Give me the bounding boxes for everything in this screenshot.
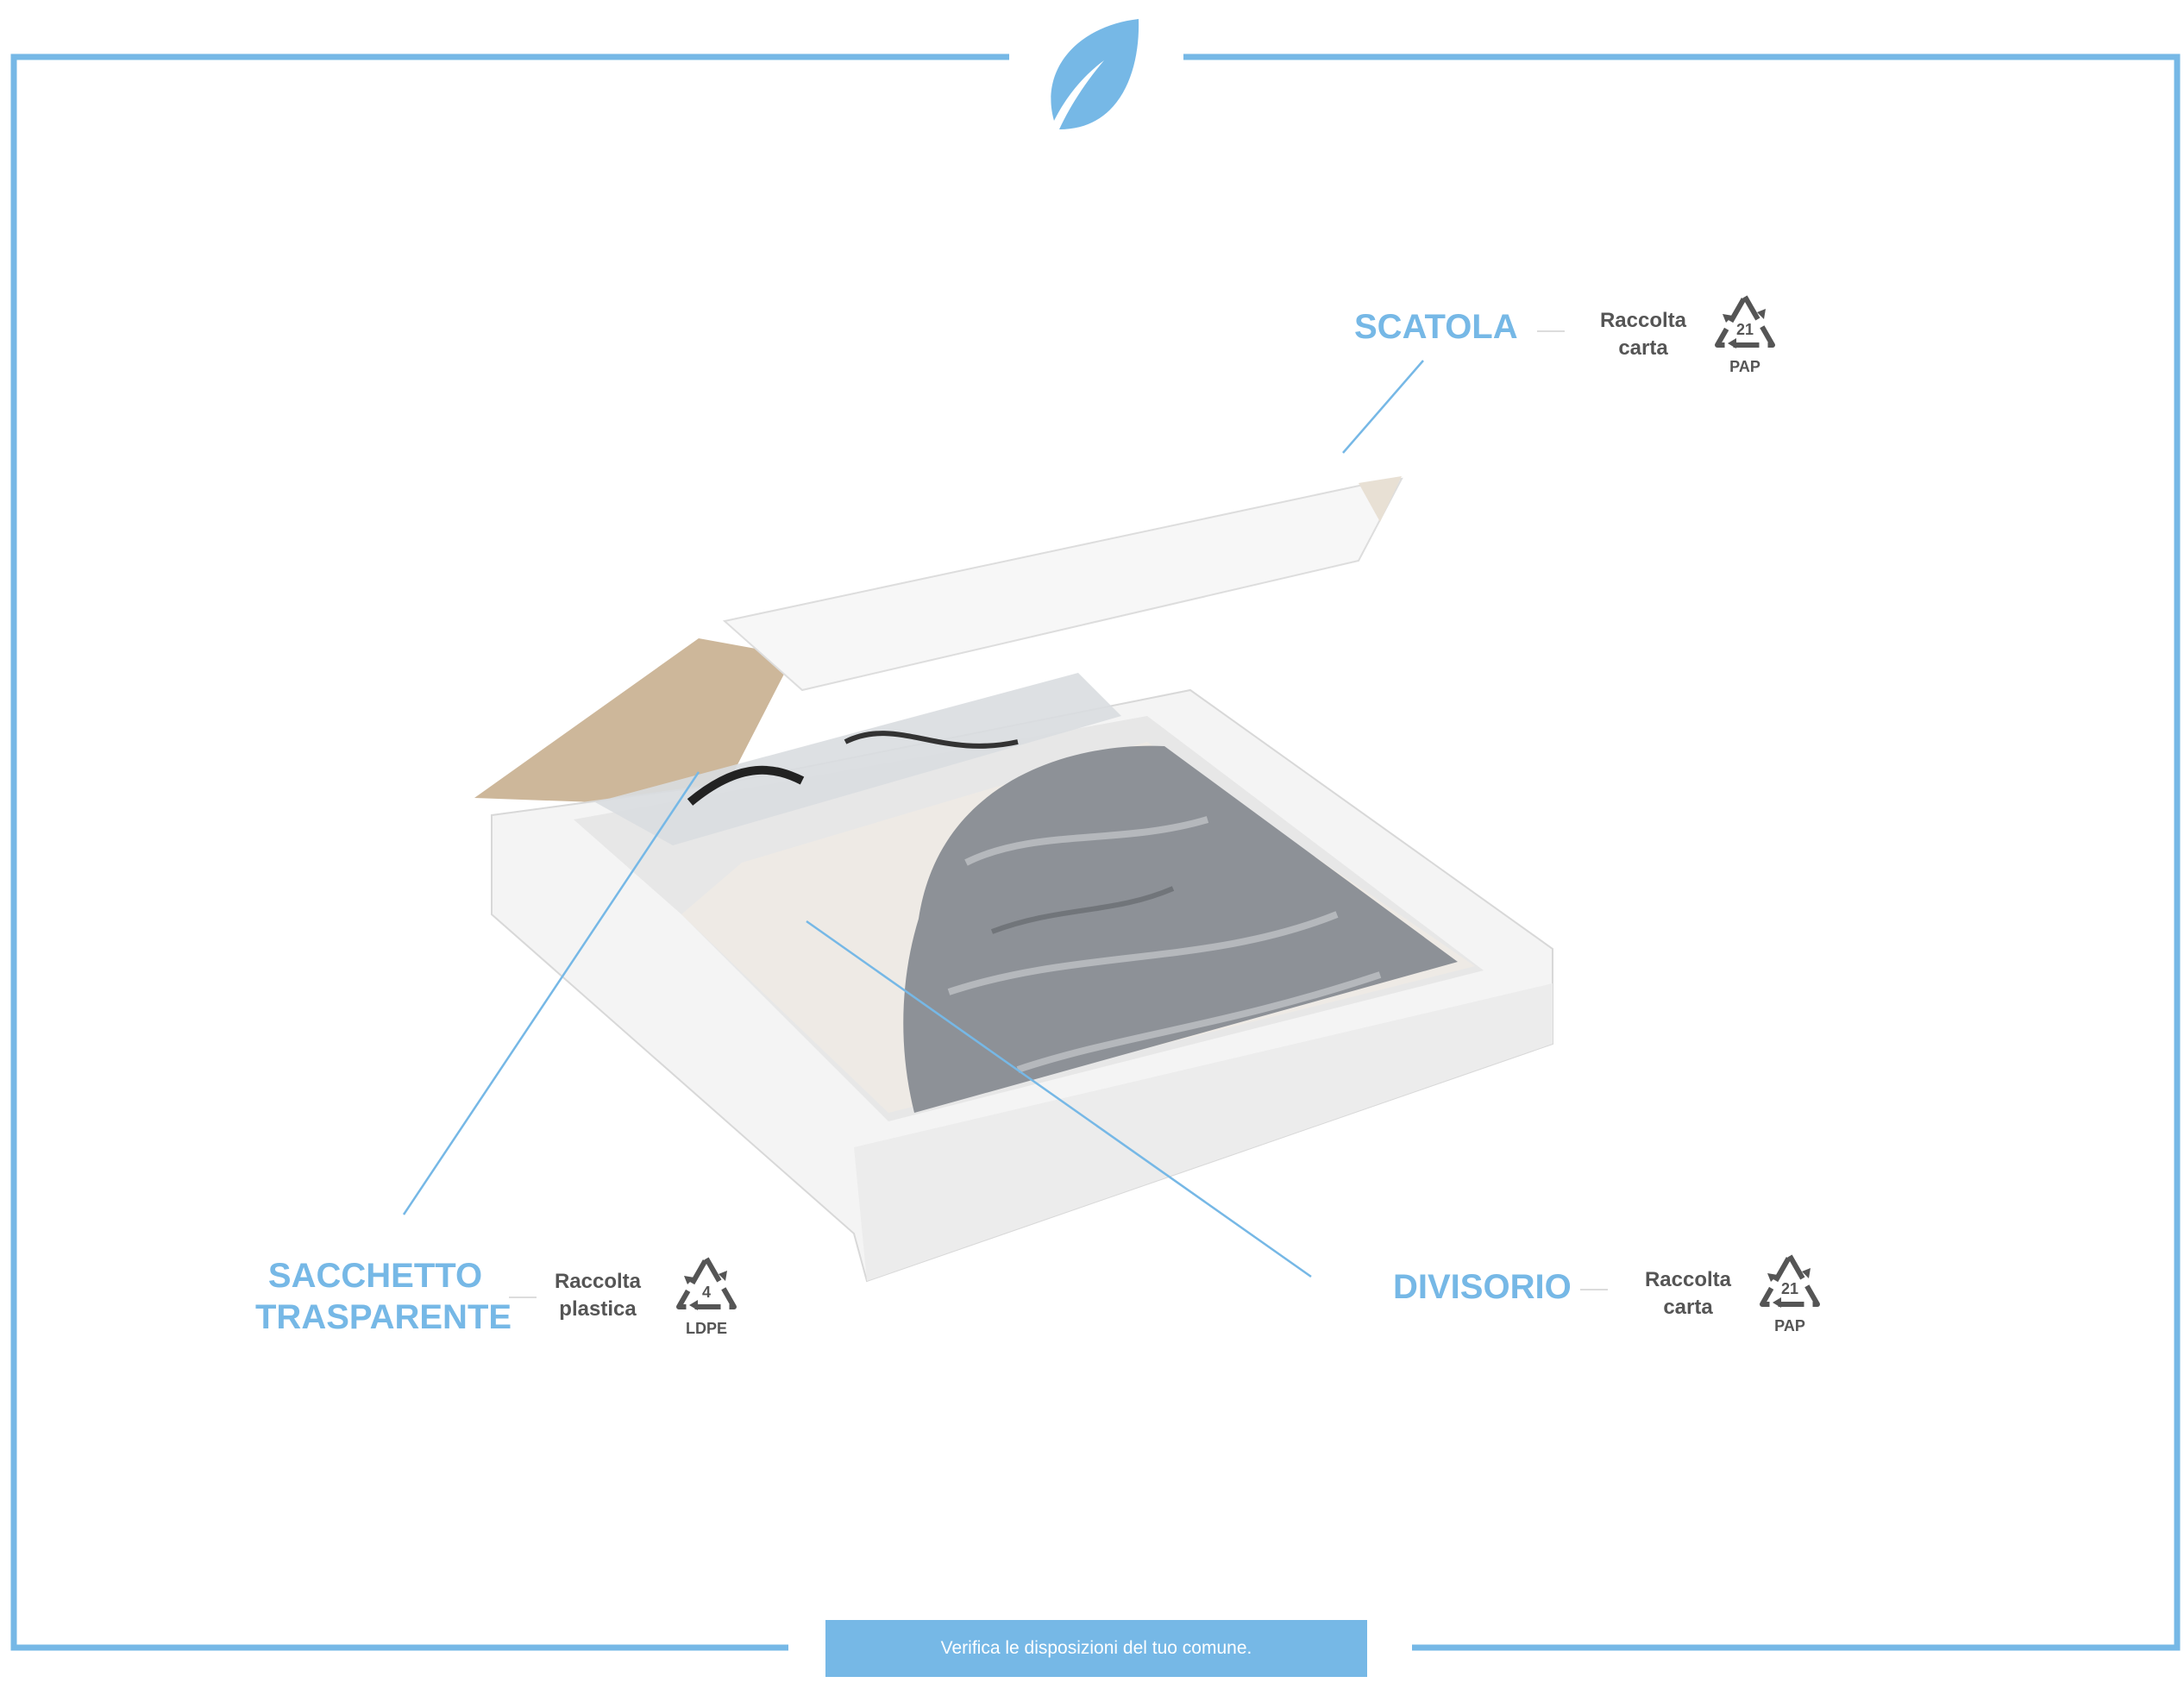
scatola-recycle-code: 21 <box>1735 321 1754 338</box>
sacchetto-collection-line: Raccolta <box>554 1270 642 1293</box>
divisorio-title: DIVISORIO <box>1393 1266 1572 1308</box>
leaf-icon <box>1051 19 1139 129</box>
divisorio-recycle-icon <box>1757 1253 1823 1313</box>
scatola-collection: Raccolta carta <box>1591 307 1695 362</box>
scatola-pointer <box>1342 360 1424 454</box>
divisorio-title-line: DIVISORIO <box>1393 1268 1572 1306</box>
sacchetto-material: LDPE <box>685 1320 727 1337</box>
sacchetto-title-line: TRASPARENTE <box>255 1298 512 1336</box>
scatola-material: PAP <box>1729 358 1760 375</box>
divisorio-material: PAP <box>1774 1317 1805 1334</box>
divisorio-collection-line: Raccolta <box>1644 1268 1732 1291</box>
sacchetto-recycle-code: 4 <box>701 1284 711 1301</box>
scatola-title: SCATOLA <box>1354 306 1518 348</box>
scatola-separator <box>1537 330 1565 332</box>
sacchetto-pointer <box>402 771 700 1215</box>
sacchetto-recycle-icon <box>674 1255 739 1315</box>
divisorio-collection: Raccolta carta <box>1636 1266 1740 1322</box>
divisorio-recycle-code: 21 <box>1780 1280 1799 1297</box>
sacchetto-title: SACCHETTO TRASPARENTE <box>255 1255 512 1338</box>
footer-note: Verifica le disposizioni del tuo comune. <box>825 1620 1367 1677</box>
scatola-recycle-icon <box>1712 293 1778 354</box>
scatola-collection-line: carta <box>1618 336 1668 360</box>
divisorio-pointer <box>806 920 1312 1278</box>
divisorio-separator <box>1580 1289 1608 1290</box>
product-box-illustration <box>474 476 1553 1283</box>
sacchetto-collection: Raccolta plastica <box>542 1268 654 1323</box>
sacchetto-separator <box>509 1297 537 1298</box>
scatola-collection-line: Raccolta <box>1599 309 1687 332</box>
divisorio-collection-line: carta <box>1663 1296 1713 1319</box>
scatola-title-line: SCATOLA <box>1354 308 1518 346</box>
sacchetto-collection-line: plastica <box>559 1297 637 1321</box>
sacchetto-title-line: SACCHETTO <box>267 1257 483 1295</box>
